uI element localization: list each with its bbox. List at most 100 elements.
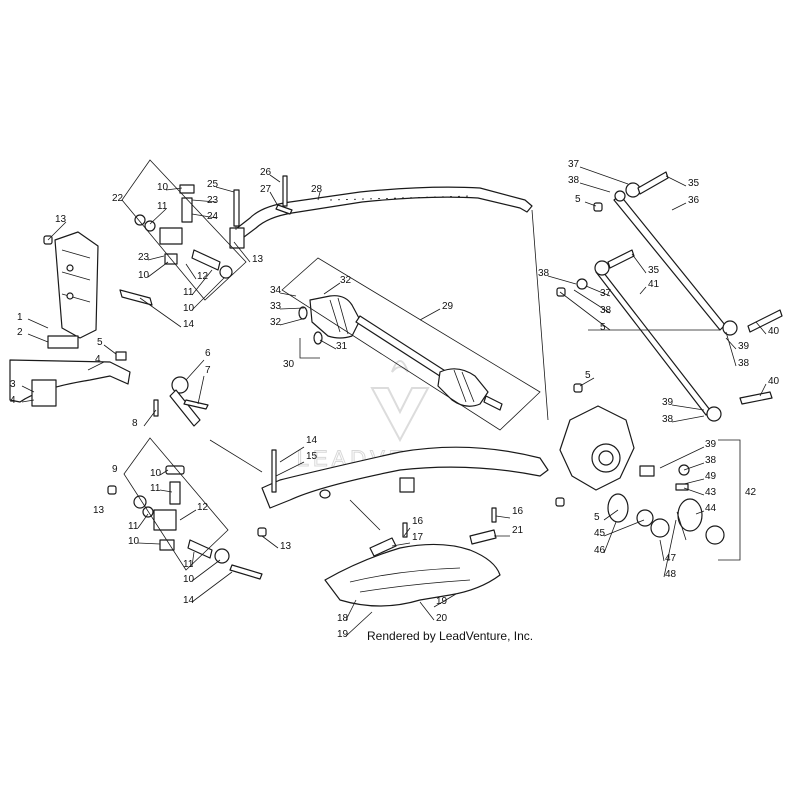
callout-9: 9 xyxy=(112,464,118,475)
callout-19: 19 xyxy=(436,596,448,607)
callout-35: 35 xyxy=(648,265,660,276)
callout-13: 13 xyxy=(55,214,67,225)
callout-42: 42 xyxy=(745,487,757,498)
skid-plate xyxy=(324,507,501,607)
callout-38: 38 xyxy=(538,268,550,279)
callout-26: 26 xyxy=(260,167,272,178)
callout-44: 44 xyxy=(705,503,717,514)
callout-36: 36 xyxy=(688,195,700,206)
front-stabilizer-link xyxy=(9,335,131,407)
stabilizer-bar xyxy=(231,186,533,241)
control-arm-36 xyxy=(593,171,738,336)
callout-6: 6 xyxy=(205,348,211,359)
callout-46: 46 xyxy=(594,545,606,556)
callout-16: 16 xyxy=(412,516,424,527)
callout-11: 11 xyxy=(183,287,194,298)
trailing-arm xyxy=(261,446,549,509)
callout-32: 32 xyxy=(340,275,352,286)
callout-16: 16 xyxy=(512,506,524,517)
callout-15: 15 xyxy=(306,451,318,462)
callout-38: 38 xyxy=(662,414,674,425)
callout-8: 8 xyxy=(132,418,138,429)
callout-23: 23 xyxy=(207,195,219,206)
callout-34: 34 xyxy=(270,285,282,296)
callout-38: 38 xyxy=(705,455,717,466)
callout-4: 4 xyxy=(10,395,16,406)
upper-bracket-assembly xyxy=(43,175,293,339)
callout-5: 5 xyxy=(585,370,591,381)
callout-14: 14 xyxy=(183,319,195,330)
callout-10: 10 xyxy=(183,574,195,585)
callout-38: 38 xyxy=(568,175,580,186)
callout-1: 1 xyxy=(17,312,23,323)
lower-bracket-assembly xyxy=(107,465,267,580)
callout-18: 18 xyxy=(337,613,349,624)
callout-19: 19 xyxy=(337,629,349,640)
callout-41: 41 xyxy=(648,279,660,290)
callout-13: 13 xyxy=(280,541,292,552)
callout-11: 11 xyxy=(183,559,194,570)
callout-39: 39 xyxy=(662,397,674,408)
callout-10: 10 xyxy=(150,468,162,479)
callout-10: 10 xyxy=(138,270,150,281)
callout-39: 39 xyxy=(738,341,750,352)
drive-shaft xyxy=(298,295,503,411)
callout-13: 13 xyxy=(93,505,105,516)
leader-lines xyxy=(21,166,767,637)
callout-2: 2 xyxy=(17,327,23,338)
callout-17: 17 xyxy=(412,532,424,543)
callout-35: 35 xyxy=(688,178,700,189)
callout-4: 4 xyxy=(95,354,101,365)
callout-25: 25 xyxy=(207,179,219,190)
callout-27: 27 xyxy=(260,184,272,195)
callout-11: 11 xyxy=(150,483,161,494)
callout-38: 38 xyxy=(600,305,612,316)
rendered-by-caption: Rendered by LeadVenture, Inc. xyxy=(367,629,533,643)
watermark-logo xyxy=(370,360,430,443)
callout-32: 32 xyxy=(270,317,282,328)
callout-37: 37 xyxy=(568,159,580,170)
callout-28: 28 xyxy=(311,184,323,195)
callout-5: 5 xyxy=(97,337,103,348)
callout-24: 24 xyxy=(207,211,219,222)
tie-rod-link xyxy=(153,376,209,427)
callout-11: 11 xyxy=(157,201,168,212)
knuckle-hub xyxy=(555,383,725,545)
callout-10: 10 xyxy=(157,182,169,193)
callout-31: 31 xyxy=(336,341,348,352)
callout-49: 49 xyxy=(705,471,717,482)
callout-10: 10 xyxy=(183,303,195,314)
callout-20: 20 xyxy=(436,613,448,624)
callout-33: 33 xyxy=(270,301,282,312)
callout-5: 5 xyxy=(594,512,600,523)
callout-21: 21 xyxy=(512,525,524,536)
callout-39: 39 xyxy=(705,439,717,450)
callout-14: 14 xyxy=(183,595,195,606)
callout-48: 48 xyxy=(665,569,677,580)
callout-40: 40 xyxy=(768,326,780,337)
control-arm-41 xyxy=(556,249,783,422)
callout-30: 30 xyxy=(283,359,295,370)
callout-40: 40 xyxy=(768,376,780,387)
callout-37: 37 xyxy=(600,288,612,299)
callout-38: 38 xyxy=(738,358,750,369)
callout-5: 5 xyxy=(600,322,606,333)
callout-7: 7 xyxy=(205,365,211,376)
callout-23: 23 xyxy=(138,252,150,263)
callout-14: 14 xyxy=(306,435,318,446)
group-brackets xyxy=(121,159,741,571)
callout-29: 29 xyxy=(442,301,454,312)
callout-13: 13 xyxy=(252,254,264,265)
callout-12: 12 xyxy=(197,271,209,282)
callout-22: 22 xyxy=(112,193,124,204)
callout-11: 11 xyxy=(128,521,139,532)
callout-5: 5 xyxy=(575,194,581,205)
callout-43: 43 xyxy=(705,487,717,498)
callout-3: 3 xyxy=(10,379,16,390)
callout-10: 10 xyxy=(128,536,140,547)
callout-45: 45 xyxy=(594,528,606,539)
callout-47: 47 xyxy=(665,553,677,564)
